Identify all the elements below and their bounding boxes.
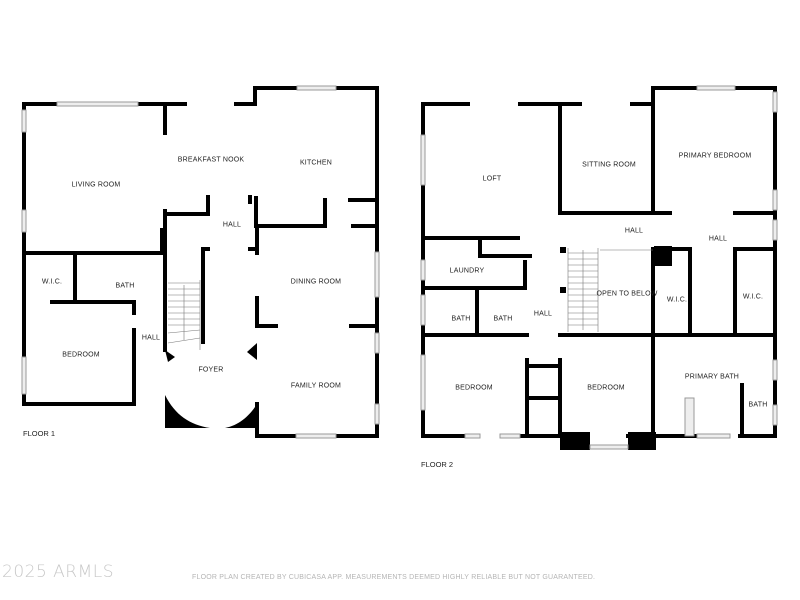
floor-1-solids (160, 228, 257, 428)
room-label: BEDROOM (587, 384, 625, 392)
room-label: KITCHEN (299, 159, 333, 167)
disclaimer: FLOOR PLAN CREATED BY CUBICASA APP. MEAS… (192, 574, 596, 581)
room-label: LAUNDRY (449, 267, 485, 275)
room-label: HALL (708, 235, 728, 243)
room-label: FAMILY ROOM (290, 382, 342, 390)
room-label: PRIMARY BATH (684, 373, 740, 381)
room-label: BEDROOM (455, 384, 493, 392)
room-label: DINING ROOM (290, 278, 342, 286)
room-label: HALL (222, 221, 242, 229)
room-label: OPEN TO BELOW (596, 290, 658, 298)
room-label: HALL (533, 310, 553, 318)
floor-2-windows (420, 85, 778, 450)
floor-1-label: FLOOR 1 (23, 429, 56, 438)
room-label: LIVING ROOM (71, 181, 121, 189)
room-label: SITTING ROOM (582, 161, 636, 169)
floor-1-stairs (167, 280, 201, 350)
floor-2-solids (560, 246, 672, 450)
room-label: HALL (141, 334, 161, 342)
floor-2-walls (421, 86, 777, 438)
room-label: BATH (748, 401, 768, 409)
floor-1-windows (21, 85, 380, 439)
room-label: PRIMARY BEDROOM (678, 152, 752, 160)
room-label: W.I.C. (742, 293, 764, 301)
room-label: BATH (115, 282, 135, 290)
room-label: HALL (624, 227, 644, 235)
room-label: BATH (493, 315, 513, 323)
room-label: BREAKFAST NOOK (177, 156, 245, 164)
room-label: W.I.C. (41, 278, 63, 286)
room-label: BEDROOM (62, 351, 100, 359)
room-label: BATH (451, 315, 471, 323)
watermark: 2025 ARMLS (2, 562, 115, 582)
room-label: FOYER (198, 366, 224, 374)
room-label: LOFT (482, 175, 502, 183)
floor-2-stairs (567, 248, 653, 332)
room-label: W.I.C. (666, 296, 688, 304)
floor-2-label: FLOOR 2 (421, 460, 454, 469)
